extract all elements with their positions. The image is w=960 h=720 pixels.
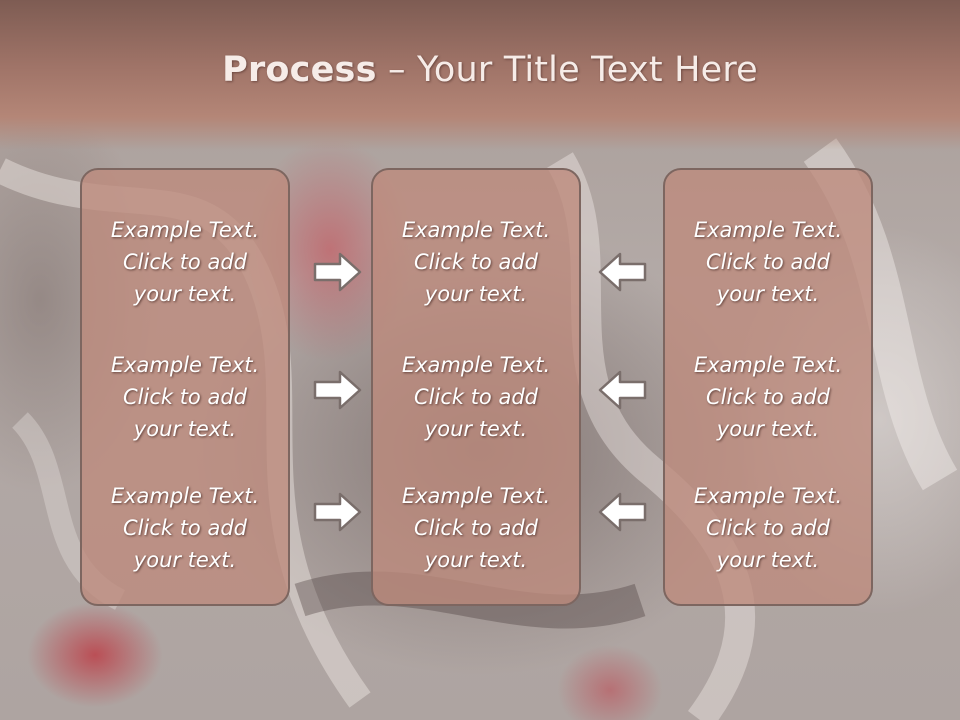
title-bar <box>0 0 960 150</box>
left-arrow-icon[interactable] <box>597 369 647 411</box>
slide-title[interactable]: Process – Your Title Text Here <box>0 50 960 90</box>
right-arrow-icon[interactable] <box>313 491 363 533</box>
process-box-left[interactable]: Example Text. Click to add your text. Ex… <box>80 168 290 606</box>
text-placeholder[interactable]: Example Text. Click to add your text. <box>693 218 843 306</box>
left-arrow-icon[interactable] <box>597 491 647 533</box>
text-placeholder[interactable]: Example Text. Click to add your text. <box>401 484 551 572</box>
right-arrow-icon[interactable] <box>313 369 363 411</box>
process-box-center[interactable]: Example Text. Click to add your text. Ex… <box>371 168 581 606</box>
title-rest: – Your Title Text Here <box>376 50 758 90</box>
text-placeholder[interactable]: Example Text. Click to add your text. <box>401 218 551 306</box>
process-box-right[interactable]: Example Text. Click to add your text. Ex… <box>663 168 873 606</box>
text-placeholder[interactable]: Example Text. Click to add your text. <box>693 484 843 572</box>
text-placeholder[interactable]: Example Text. Click to add your text. <box>693 353 843 441</box>
text-placeholder[interactable]: Example Text. Click to add your text. <box>110 218 260 306</box>
text-placeholder[interactable]: Example Text. Click to add your text. <box>110 353 260 441</box>
text-placeholder[interactable]: Example Text. Click to add your text. <box>110 484 260 572</box>
title-bold: Process <box>222 50 377 90</box>
left-arrow-icon[interactable] <box>597 251 647 293</box>
text-placeholder[interactable]: Example Text. Click to add your text. <box>401 353 551 441</box>
right-arrow-icon[interactable] <box>313 251 363 293</box>
